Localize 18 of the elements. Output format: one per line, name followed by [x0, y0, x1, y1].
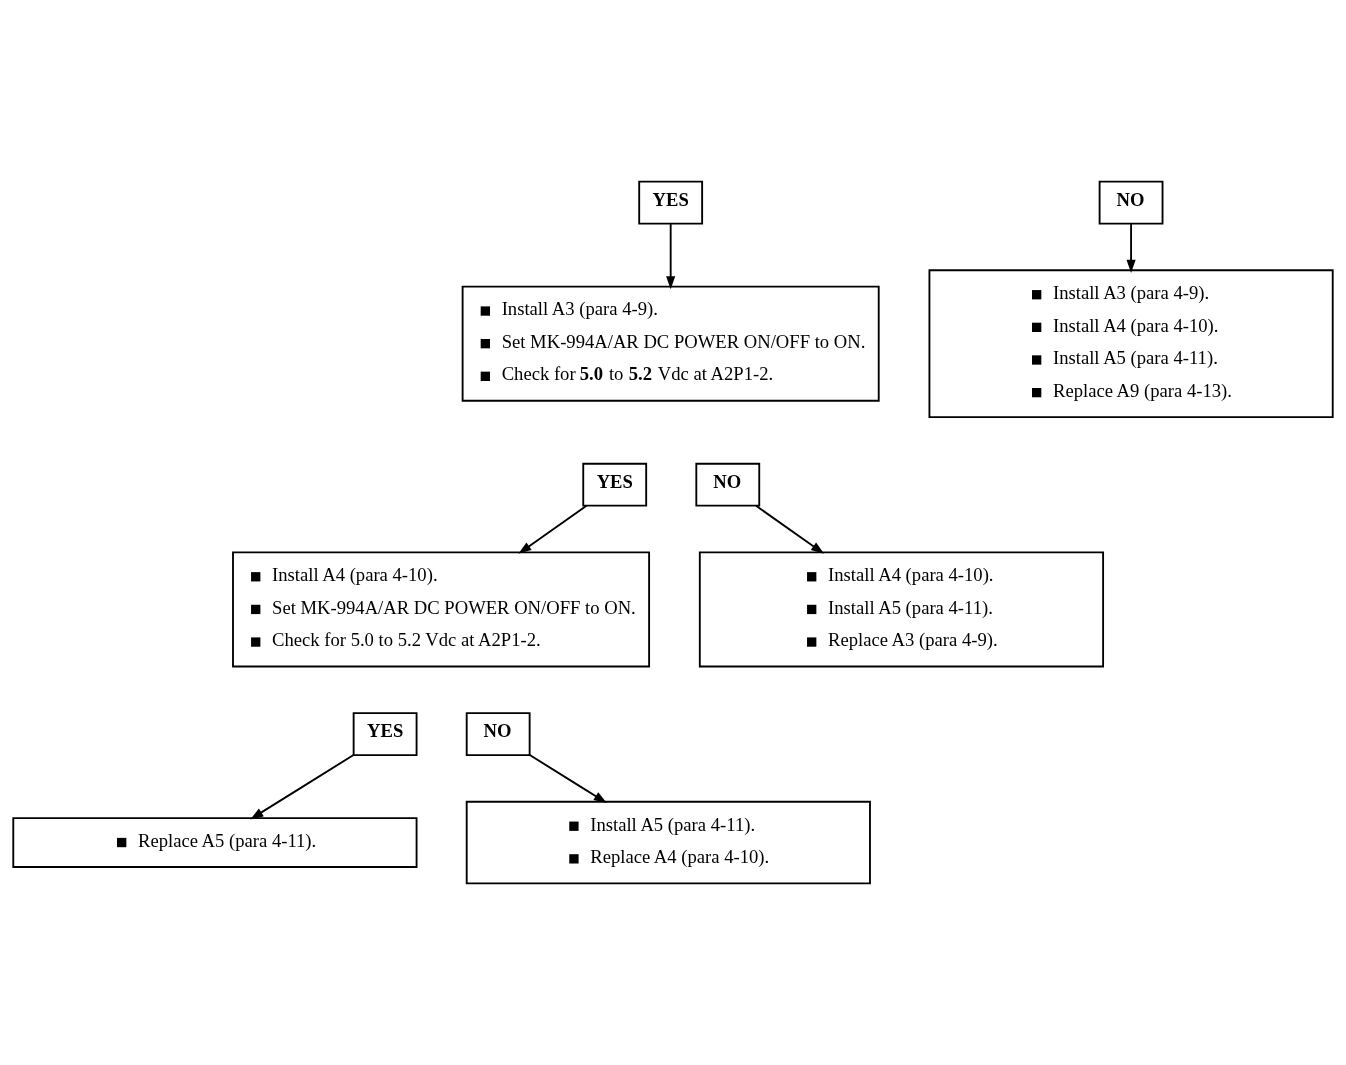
node-box: Install A3 (para 4-9). Install A4 (para 4-10). Install A5 (para 4-11). Replace A9 (para 4-13). [928, 269, 1334, 419]
arrow [666, 222, 676, 290]
node-box: NO [1098, 180, 1164, 225]
arrow [755, 504, 825, 554]
node-box: Install A4 (para 4-10). Set MK-994A/AR DC POWER ON/OFF to ON. Check for 5.0 to 5.2 Vdc at A2P1-2. [232, 551, 651, 668]
node-box: Install A5 (para 4-11). Replace A4 (para 4-10). [465, 800, 871, 885]
node-box: Install A3 (para 4-9). Set MK-994A/AR DC POWER ON/OFF to ON. Check for 5.0 to 5.2 Vdc at A2P1-2. [461, 285, 880, 402]
node-box: YES [582, 462, 648, 507]
node-box: NO [465, 712, 531, 757]
arrow [528, 754, 607, 804]
node-box: YES [638, 180, 704, 225]
arrow [1126, 222, 1136, 273]
node-box: Install A4 (para 4-10). Install A5 (para 4-11). Replace A3 (para 4-9). [698, 551, 1105, 668]
node-box: YES [352, 712, 418, 757]
arrow [518, 504, 588, 554]
arrow [250, 754, 355, 820]
node-box: NO [695, 462, 761, 507]
node-box: Replace A5 (para 4-11). [12, 817, 418, 868]
